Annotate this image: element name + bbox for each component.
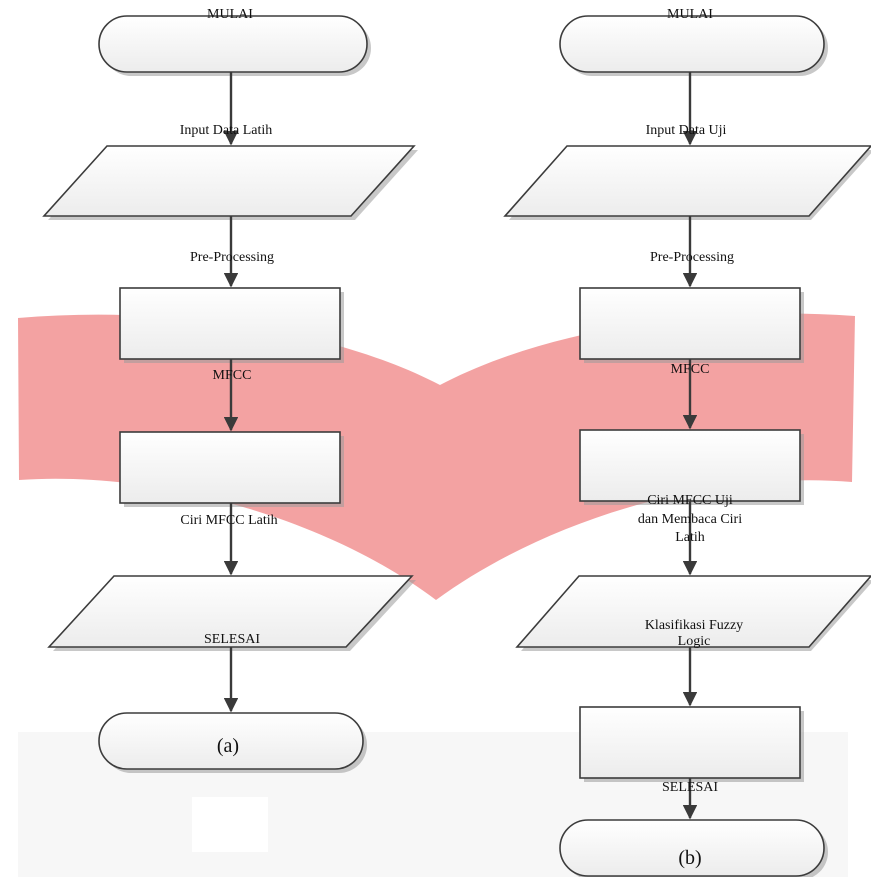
mfcc-box (119, 431, 341, 504)
input-parallelogram (503, 145, 871, 217)
caption-a: (a) (217, 735, 239, 757)
start-label: MULAI (667, 7, 713, 22)
features-label-line1: Ciri MFCC Uji (647, 493, 733, 508)
preprocess-label: Pre-Processing (190, 250, 274, 265)
classify-label-line2: Logic (678, 634, 711, 649)
end-label: SELESAI (662, 780, 718, 795)
mfcc-label: MFCC (671, 362, 710, 377)
classify-label-line1: Klasifikasi Fuzzy (645, 618, 743, 633)
end-terminator (98, 712, 364, 770)
features-parallelogram (47, 575, 414, 648)
end-label: SELESAI (204, 632, 260, 647)
input-label: Input Data Latih (180, 123, 273, 138)
features-label: Ciri MFCC Latih (180, 513, 277, 528)
preprocess-box (119, 287, 341, 360)
start-terminator (98, 15, 368, 73)
caption-b: (b) (678, 847, 701, 869)
features-label-line3: Latih (675, 530, 705, 545)
flowchart-b: MULAI Input Data Uji Pre-Processing MFCC… (503, 7, 871, 877)
mfcc-box (579, 429, 801, 502)
end-terminator (559, 819, 825, 877)
preprocess-label: Pre-Processing (650, 250, 734, 265)
input-label: Input Data Uji (646, 123, 727, 138)
start-label: MULAI (207, 7, 253, 22)
features-label-line2: dan Membaca Ciri (638, 512, 742, 527)
classify-parallelogram (515, 575, 871, 648)
start-terminator (559, 15, 825, 73)
input-parallelogram (42, 145, 416, 217)
flowchart-a: MULAI Input Data Latih Pre-Processing MF… (42, 7, 418, 773)
mfcc-label: MFCC (213, 368, 252, 383)
classify-box (579, 706, 801, 779)
preprocess-box (579, 287, 801, 360)
